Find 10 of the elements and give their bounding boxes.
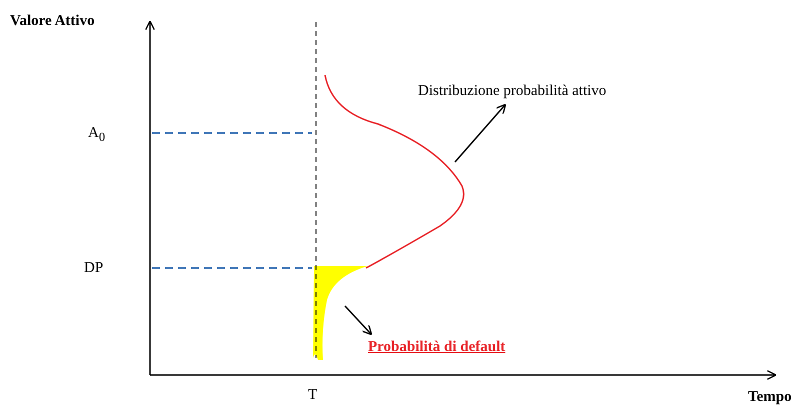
annotation-text: Probabilità di default	[368, 338, 506, 356]
time-label: T	[308, 386, 318, 404]
arrow	[344, 305, 372, 336]
annotation-text: Distribuzione probabilità attivo	[418, 82, 606, 100]
probability-area	[313, 266, 368, 360]
axis-title: Valore Attivo	[10, 12, 95, 30]
arrow	[454, 104, 506, 162]
axis-title: Tempo	[748, 388, 792, 406]
level-label: DP	[84, 259, 104, 277]
level-label: A$_{0}$	[88, 124, 106, 146]
